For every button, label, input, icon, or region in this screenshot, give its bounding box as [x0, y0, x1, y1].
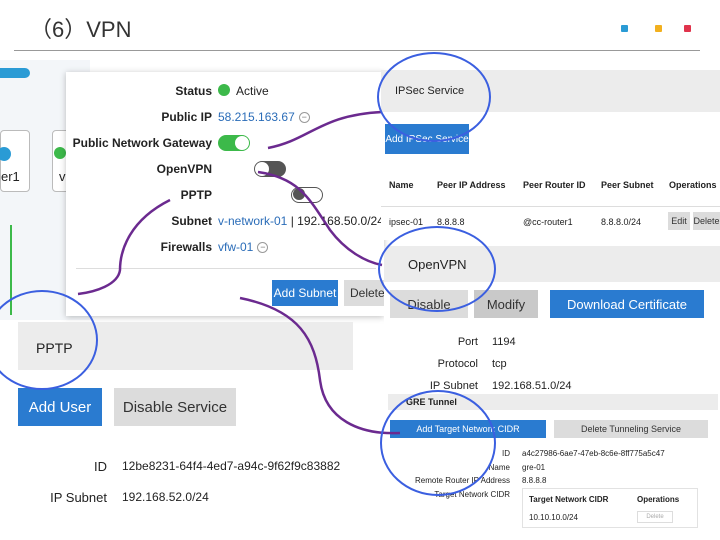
topology-link-line — [10, 225, 12, 315]
deco-dot-yellow — [655, 25, 662, 32]
subnet-label: Subnet — [171, 214, 212, 228]
subnet-row: v-network-01 | 192.168.50.0/24− — [218, 214, 399, 228]
connector-png-ipsec — [267, 110, 383, 150]
protocol-value: tcp — [492, 358, 507, 370]
col-peer-subnet: Peer Subnet — [601, 180, 654, 190]
pptp-label: PPTP — [180, 188, 212, 202]
col-operations: Operations — [669, 180, 717, 190]
disable-service-button[interactable]: Disable Service — [114, 388, 236, 426]
col-peer-ip: Peer IP Address — [437, 180, 506, 190]
remove-firewall-icon[interactable]: − — [257, 242, 269, 254]
status-label: Status — [175, 84, 212, 98]
remote-ip-value: 8.8.8.8 — [522, 476, 547, 485]
edit-button[interactable]: Edit — [668, 212, 690, 230]
col-name: Name — [389, 180, 414, 190]
png-label: Public Network Gateway — [72, 136, 212, 150]
connector-subnet-gre — [239, 296, 401, 435]
firewalls-row: vfw-01− — [218, 240, 269, 254]
vnet-label: v — [59, 169, 66, 184]
highlight-ipsec — [377, 52, 491, 142]
pptp-subnet-value: 192.168.52.0/24 — [122, 490, 209, 504]
openvpn-label: OpenVPN — [156, 162, 212, 176]
col-gre-ops: Operations — [637, 495, 680, 504]
protocol-label: Protocol — [437, 358, 478, 370]
connector-openvpn — [257, 170, 383, 267]
col-router-id: Peer Router ID — [523, 180, 586, 190]
public-ip-row: 58.215.163.67− — [218, 110, 310, 124]
add-user-button[interactable]: Add User — [18, 388, 102, 426]
gre-name-value: gre-01 — [522, 463, 546, 472]
row-delete-button[interactable]: Delete — [693, 212, 720, 230]
deco-dot-red — [684, 25, 691, 32]
router-label: er1 — [1, 169, 20, 184]
pptp-id-label: ID — [94, 459, 107, 474]
pptp-subnet-label: IP Subnet — [50, 490, 107, 505]
public-ip-link[interactable]: 58.215.163.67 — [218, 110, 295, 124]
row-peer-ip: 8.8.8.8 — [437, 217, 465, 227]
pptp-id-value: 12be8231-64f4-4ed7-a94c-9f62f9c83882 — [122, 459, 341, 473]
row-subnet: 8.8.8.0/24 — [601, 217, 642, 227]
router-node[interactable]: er1 — [0, 130, 30, 192]
deco-dot-blue — [621, 25, 628, 32]
add-subnet-button[interactable]: Add Subnet — [272, 280, 338, 306]
png-toggle-knob — [235, 136, 249, 150]
subnet-cidr: | 192.168.50.0/24 — [290, 214, 384, 228]
connector-pptp — [77, 198, 171, 296]
panel-divider — [76, 268, 376, 269]
port-label: Port — [457, 336, 478, 348]
port-value: 1194 — [492, 336, 516, 348]
openvpn-subnet-label: IP Subnet — [429, 380, 478, 392]
vnet-icon — [54, 147, 66, 159]
remove-ip-icon[interactable]: − — [298, 112, 310, 124]
cidr-value: 10.10.10.0/24 — [529, 513, 578, 522]
delete-button[interactable]: Delete — [344, 280, 384, 306]
row-name: ipsec-01 — [389, 217, 424, 227]
status-active-icon — [218, 84, 230, 96]
router-icon — [0, 147, 11, 161]
ipsec-table-row: ipsec-01 8.8.8.8 @cc-router1 8.8.8.0/24 … — [381, 206, 720, 236]
gre-id-label: ID — [502, 449, 510, 458]
title-divider — [14, 50, 700, 51]
download-certificate-button[interactable]: Download Certificate — [550, 290, 704, 318]
png-toggle[interactable] — [218, 135, 250, 151]
pptp-panel: PPTP Add User Disable Service ID 12be823… — [18, 322, 353, 540]
col-target-cidr: Target Network CIDR — [529, 495, 609, 504]
topology-top-bar — [0, 68, 30, 78]
target-cidr-label: Target Network CIDR — [434, 490, 510, 499]
highlight-openvpn — [378, 226, 496, 312]
slide-title: （6）VPN — [30, 17, 132, 42]
target-cidr-table: Target Network CIDR Operations 10.10.10.… — [522, 488, 698, 528]
cidr-delete-button[interactable]: Delete — [637, 511, 673, 523]
firewall-link[interactable]: vfw-01 — [218, 240, 254, 254]
row-router-id: @cc-router1 — [523, 217, 573, 227]
delete-tunneling-button[interactable]: Delete Tunneling Service — [554, 420, 708, 438]
gre-name-label: Name — [488, 463, 510, 472]
firewalls-label: Firewalls — [160, 240, 212, 254]
highlight-gre — [380, 390, 496, 496]
public-ip-label: Public IP — [161, 110, 212, 124]
openvpn-modify-button[interactable]: Modify — [474, 290, 538, 318]
highlight-pptp — [0, 290, 98, 390]
gre-id-value: a4c27986-6ae7-47eb-8c6e-8ff775a5c47 — [522, 449, 665, 458]
status-value: Active — [236, 84, 269, 98]
openvpn-subnet-value: 192.168.51.0/24 — [492, 380, 572, 392]
subnet-link[interactable]: v-network-01 — [218, 214, 288, 228]
